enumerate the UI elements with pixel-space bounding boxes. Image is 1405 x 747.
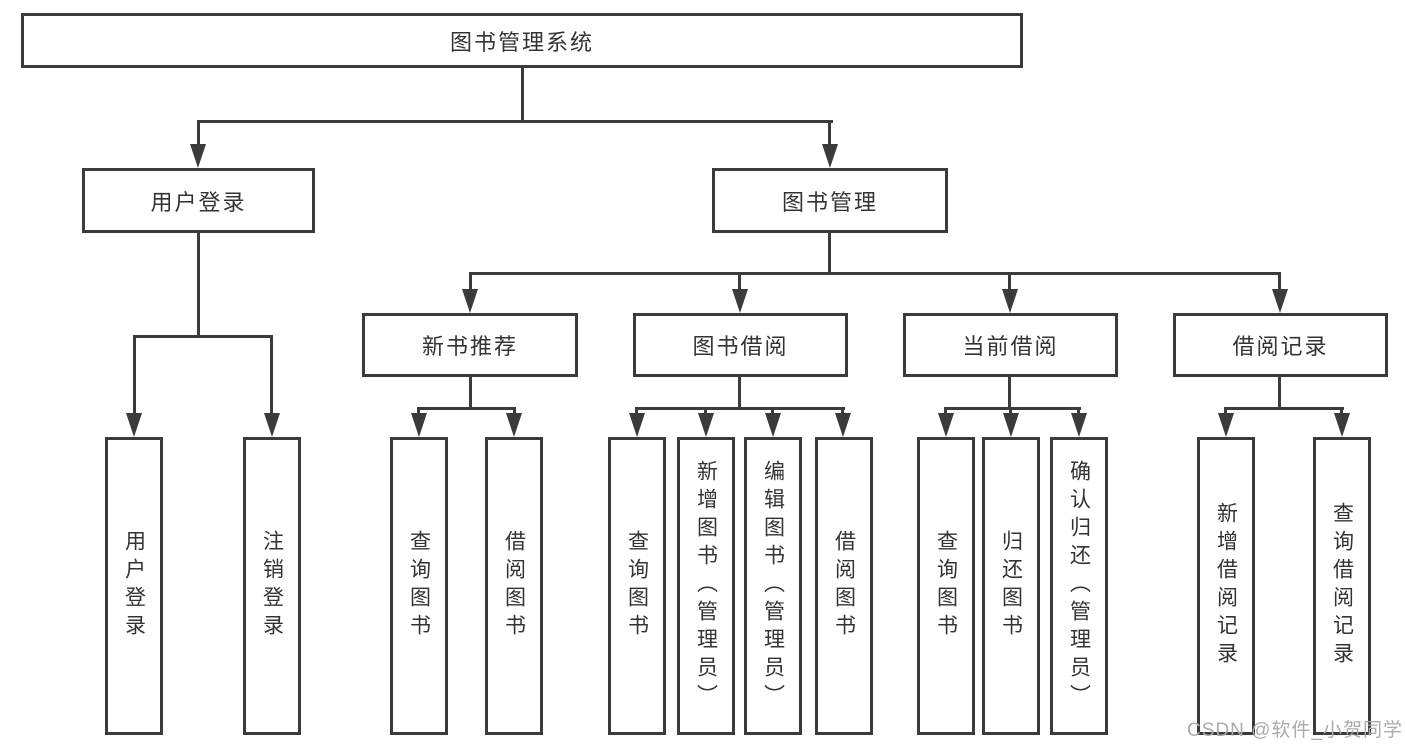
arrow-down-icon bbox=[190, 144, 206, 168]
leaf-logout-login: 注销登录 bbox=[243, 437, 301, 735]
connector-line bbox=[417, 407, 420, 417]
connector-line bbox=[197, 233, 200, 335]
leaf-return-books: 归还图书 bbox=[982, 437, 1040, 735]
arrow-down-icon bbox=[938, 413, 954, 437]
connector-line bbox=[469, 272, 472, 294]
arrow-down-icon bbox=[822, 144, 838, 168]
connector-line bbox=[1278, 272, 1281, 294]
csdn-watermark: CSDN @软件_小贺同学 bbox=[1187, 720, 1403, 741]
arrow-down-icon bbox=[1272, 289, 1288, 313]
node-label: 归还图书 bbox=[999, 530, 1023, 642]
node-label: 用户登录 bbox=[150, 189, 247, 215]
node-book-management: 图书管理 bbox=[712, 168, 948, 233]
arrow-down-icon bbox=[765, 413, 781, 437]
arrow-down-icon bbox=[1334, 413, 1350, 437]
node-label: 图书借阅 bbox=[692, 334, 789, 359]
connector-line bbox=[704, 407, 707, 417]
leaf-query-books-borrowing: 查询图书 bbox=[608, 437, 666, 735]
connector-line bbox=[1008, 272, 1011, 294]
arrow-down-icon bbox=[1218, 413, 1234, 437]
leaf-query-books-current: 查询图书 bbox=[917, 437, 975, 735]
connector-line bbox=[197, 120, 833, 123]
arrow-down-icon bbox=[835, 413, 851, 437]
node-label: 当前借阅 bbox=[962, 334, 1059, 359]
node-label: 图书管理 bbox=[781, 189, 878, 215]
connector-line bbox=[635, 407, 638, 417]
node-label: 借阅记录 bbox=[1232, 334, 1329, 359]
node-label: 查询图书 bbox=[407, 530, 431, 642]
arrow-down-icon bbox=[126, 413, 142, 437]
leaf-confirm-return-admin: 确认归还（管理员） bbox=[1050, 437, 1108, 735]
leaf-add-books-admin: 新增图书（管理员） bbox=[677, 437, 735, 735]
connector-line bbox=[828, 120, 831, 146]
leaf-user-login: 用户登录 bbox=[105, 437, 163, 735]
arrow-down-icon bbox=[732, 289, 748, 313]
node-borrowing-records: 借阅记录 bbox=[1173, 313, 1388, 377]
node-label: 查询借阅记录 bbox=[1330, 502, 1354, 670]
connector-line bbox=[738, 377, 741, 407]
node-label: 新增借阅记录 bbox=[1214, 502, 1238, 670]
connector-line bbox=[944, 407, 947, 417]
connector-line bbox=[841, 407, 844, 417]
connector-line bbox=[513, 407, 516, 417]
connector-line bbox=[133, 335, 136, 415]
arrow-down-icon bbox=[629, 413, 645, 437]
connector-line bbox=[1278, 377, 1281, 407]
node-label: 图书管理系统 bbox=[449, 29, 594, 55]
node-book-borrowing: 图书借阅 bbox=[633, 313, 848, 377]
connector-line bbox=[1224, 407, 1344, 410]
arrow-down-icon bbox=[411, 413, 427, 437]
connector-line bbox=[521, 68, 524, 121]
arrow-down-icon bbox=[698, 413, 714, 437]
node-label: 确认归还（管理员） bbox=[1067, 460, 1091, 712]
connector-line bbox=[1077, 407, 1080, 417]
connector-line bbox=[1008, 377, 1011, 407]
arrow-down-icon bbox=[506, 413, 522, 437]
node-label: 注销登录 bbox=[260, 530, 284, 642]
connector-line bbox=[635, 407, 845, 410]
connector-line bbox=[1340, 407, 1343, 417]
node-current-borrowing: 当前借阅 bbox=[903, 313, 1118, 377]
leaf-edit-books-admin: 编辑图书（管理员） bbox=[744, 437, 802, 735]
node-label: 查询图书 bbox=[934, 530, 958, 642]
connector-line bbox=[828, 233, 831, 272]
node-label: 借阅图书 bbox=[832, 530, 856, 642]
leaf-borrow-books-recommend: 借阅图书 bbox=[485, 437, 543, 735]
connector-line bbox=[1224, 407, 1227, 417]
node-label: 新书推荐 bbox=[421, 334, 518, 359]
connector-line bbox=[1009, 407, 1012, 417]
arrow-down-icon bbox=[1071, 413, 1087, 437]
node-label: 借阅图书 bbox=[502, 530, 526, 642]
connector-line bbox=[133, 335, 273, 338]
arrow-down-icon bbox=[1002, 289, 1018, 313]
arrow-down-icon bbox=[1003, 413, 1019, 437]
connector-line bbox=[197, 120, 200, 146]
node-label: 用户登录 bbox=[122, 530, 146, 642]
connector-line bbox=[417, 407, 516, 410]
arrow-down-icon bbox=[264, 413, 280, 437]
leaf-add-borrow-record: 新增借阅记录 bbox=[1197, 437, 1255, 735]
node-new-book-recommend: 新书推荐 bbox=[362, 313, 578, 377]
leaf-borrow-books-borrowing: 借阅图书 bbox=[815, 437, 873, 735]
node-user-login: 用户登录 bbox=[82, 168, 315, 233]
connector-line bbox=[469, 272, 1281, 275]
connector-line bbox=[944, 407, 1081, 410]
connector-line bbox=[738, 272, 741, 294]
node-label: 查询图书 bbox=[625, 530, 649, 642]
connector-line bbox=[771, 407, 774, 417]
node-label: 新增图书（管理员） bbox=[694, 460, 718, 712]
leaf-query-borrow-record: 查询借阅记录 bbox=[1313, 437, 1371, 735]
arrow-down-icon bbox=[462, 289, 478, 313]
connector-line bbox=[270, 335, 273, 415]
node-label: 编辑图书（管理员） bbox=[761, 460, 785, 712]
leaf-query-books-recommend: 查询图书 bbox=[390, 437, 448, 735]
connector-line bbox=[469, 377, 472, 407]
node-library-management-system: 图书管理系统 bbox=[21, 13, 1023, 68]
